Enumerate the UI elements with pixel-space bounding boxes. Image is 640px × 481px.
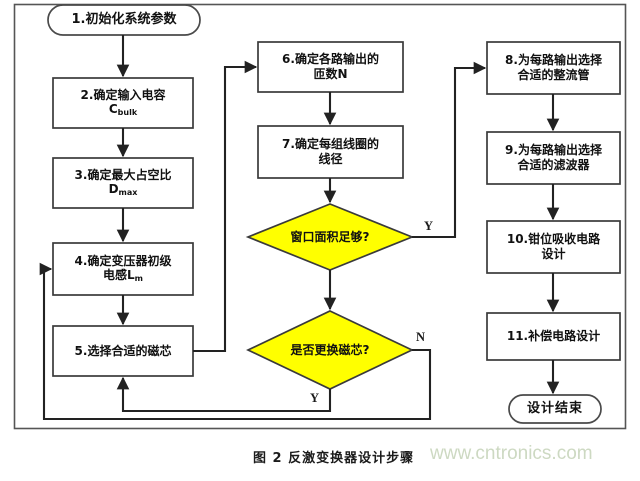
node-step3-shape	[52, 157, 194, 209]
node-step10-shape	[486, 220, 621, 274]
edge-step5-to-step6	[193, 60, 258, 353]
node-step4-shape	[52, 242, 194, 296]
node-decision1-shape	[245, 203, 415, 271]
node-step2-shape	[52, 77, 194, 129]
branch-label-decision2-yes: Y	[310, 391, 320, 405]
node-step11-shape	[486, 312, 621, 361]
node-step9-shape	[486, 131, 621, 185]
node-decision2-shape	[246, 310, 414, 390]
edge-decision1-yes-to-step8	[412, 61, 487, 239]
node-step7-shape	[257, 125, 404, 179]
figure-caption: 图 2 反激变换器设计步骤	[253, 451, 415, 466]
site-watermark: www.cntronics.com	[430, 443, 593, 464]
node-step6-shape	[257, 41, 404, 93]
node-step8-shape	[486, 41, 621, 95]
node-end-shape	[508, 394, 602, 424]
node-start-shape	[47, 4, 201, 36]
branch-label-decision2-no: N	[416, 330, 426, 344]
branch-label-decision1-yes: Y	[424, 219, 434, 233]
edge-decision2-no-to-step4	[39, 262, 432, 421]
edge-decision2-yes-to-step5	[116, 376, 332, 413]
node-step5-shape	[52, 325, 194, 377]
diagram-frame	[13, 3, 627, 430]
